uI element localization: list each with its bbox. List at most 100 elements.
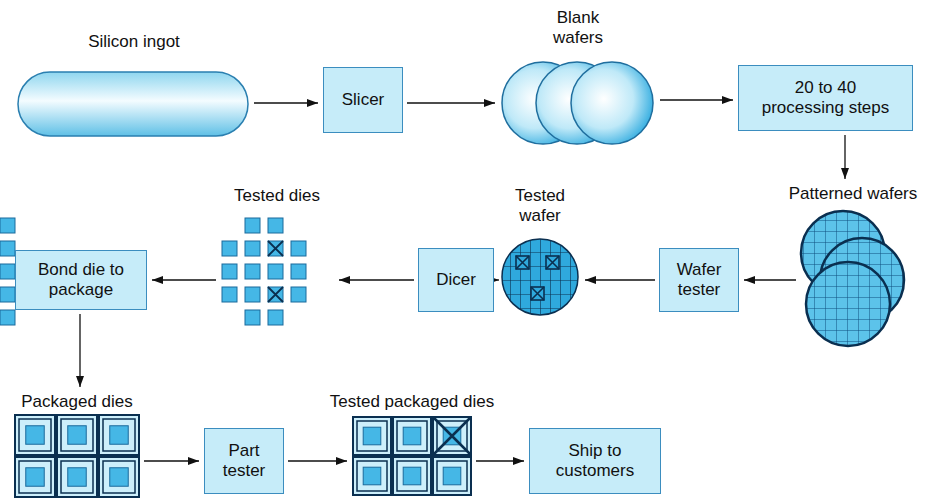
die-square — [245, 287, 260, 302]
patterned-wafer-discs — [801, 211, 904, 346]
flow-arrow — [476, 460, 524, 461]
package-outline — [353, 457, 391, 495]
package-frame — [19, 419, 51, 451]
package-outline — [393, 417, 431, 455]
flow-arrow — [660, 99, 733, 100]
die-square — [222, 264, 237, 279]
die-square — [222, 241, 237, 256]
stage-label: Patterned wafers — [789, 184, 918, 204]
flow-arrow — [254, 102, 318, 103]
die-square — [0, 287, 15, 302]
flow-arrow — [585, 279, 655, 280]
stage-label: Tested wafer — [500, 186, 580, 227]
die-square — [26, 426, 44, 444]
stage-label: Tested dies — [234, 186, 320, 206]
process-label: 20 to 40 processing steps — [753, 78, 898, 119]
flow-arrow — [152, 279, 216, 280]
package-group-node: Tested packaged dies — [352, 392, 472, 496]
die-square — [268, 218, 283, 233]
flow-arrow — [844, 135, 845, 179]
package-frame — [61, 461, 93, 493]
stage-label: Packaged dies — [21, 392, 133, 412]
package-group-node: Packaged dies — [14, 392, 140, 498]
process-box: Dicer — [418, 248, 494, 312]
wafer-stack-node: Patterned wafers — [800, 184, 906, 348]
flow-arrow — [288, 460, 347, 461]
die-square — [443, 467, 461, 485]
die-square — [245, 264, 260, 279]
die-group-node: Tested dies — [220, 186, 334, 334]
stage-label: Blank wafers — [538, 8, 618, 49]
package-frame — [61, 419, 93, 451]
die-square — [268, 310, 283, 325]
package-frame — [103, 461, 135, 493]
die-square — [363, 427, 381, 445]
die-square — [245, 241, 260, 256]
die-square — [110, 468, 128, 486]
die-square — [245, 310, 260, 325]
die-square — [0, 241, 15, 256]
die-square — [0, 218, 15, 233]
package-frame — [19, 461, 51, 493]
die-square — [268, 287, 283, 302]
die-square — [291, 264, 306, 279]
process-box: Wafer tester — [659, 248, 739, 312]
process-box: Part tester — [204, 428, 284, 494]
package-outline — [99, 415, 139, 455]
process-label: Part tester — [210, 441, 278, 482]
die-square — [0, 310, 15, 325]
die-square — [291, 287, 306, 302]
die-square — [403, 427, 421, 445]
flow-arrow — [144, 460, 199, 461]
process-label: Wafer tester — [665, 260, 733, 301]
package-frame — [103, 419, 135, 451]
package-frame — [357, 461, 387, 491]
stage-label: Silicon ingot — [88, 32, 180, 52]
reject-mark — [434, 418, 470, 454]
process-box: Bond die to package — [15, 250, 147, 310]
package-outline — [57, 457, 97, 497]
blank-wafer-discs — [502, 62, 653, 144]
die-square — [363, 467, 381, 485]
ingot-node: Silicon ingot — [18, 32, 250, 137]
package-outline — [433, 457, 471, 495]
die-square — [68, 426, 86, 444]
process-box: Ship to customers — [529, 428, 661, 494]
die-square — [403, 467, 421, 485]
package-frame — [397, 421, 427, 451]
die-square — [291, 241, 306, 256]
process-box: Slicer — [323, 67, 403, 133]
die-square — [268, 264, 283, 279]
package-frame — [437, 461, 467, 491]
die-square — [222, 287, 237, 302]
die-square — [245, 218, 260, 233]
package-frame — [357, 421, 387, 451]
flow-arrow — [339, 279, 414, 280]
package-outline — [57, 415, 97, 455]
reject-mark — [268, 287, 283, 302]
package-outline — [99, 457, 139, 497]
wafer-node: Tested wafer — [500, 186, 580, 319]
flow-arrow — [407, 102, 495, 103]
package-frame — [397, 461, 427, 491]
process-label: Bond die to package — [21, 260, 141, 301]
process-box: 20 to 40 processing steps — [738, 65, 913, 131]
reject-mark — [268, 241, 283, 256]
flow-arrow — [744, 279, 796, 280]
process-label: Slicer — [342, 90, 385, 110]
die-square — [26, 468, 44, 486]
wafer-stack-node: Blank wafers — [500, 8, 656, 145]
die-square — [0, 264, 15, 279]
process-label: Ship to customers — [535, 441, 655, 482]
package-outline — [393, 457, 431, 495]
ingot-shape — [18, 72, 248, 136]
flow-arrow — [496, 279, 499, 280]
package-outline — [353, 417, 391, 455]
stage-label: Tested packaged dies — [330, 392, 494, 412]
die-square — [268, 241, 283, 256]
package-outline — [15, 457, 55, 497]
flow-arrow — [79, 314, 80, 387]
die-square — [68, 468, 86, 486]
package-outline — [15, 415, 55, 455]
package-outline — [433, 417, 471, 455]
